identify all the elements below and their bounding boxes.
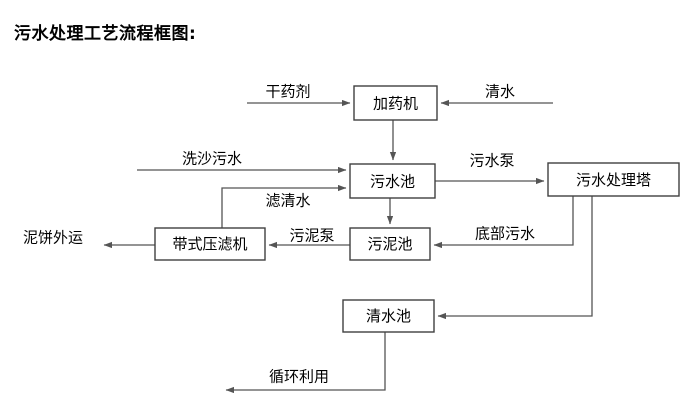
node-belt-filter-press-label: 带式压滤机 (172, 235, 247, 253)
node-sludge-pool-box (349, 227, 431, 261)
edge-label-sewage-pump: 污水泵 (469, 152, 514, 170)
terminal-label-clean-water: 清水 (485, 83, 515, 101)
node-treatment-tower-box (547, 162, 680, 197)
node-sewage-pool[interactable]: 污水池 (349, 163, 436, 199)
node-treatment-tower[interactable]: 污水处理塔 (547, 162, 680, 197)
node-sludge-pool-label: 污泥池 (367, 235, 412, 253)
edge-label-recycle-reuse: 循环利用 (269, 368, 329, 386)
edge-filtered-water-to-sewage-pool (221, 184, 347, 228)
page-title: 污水处理工艺流程框图: (14, 24, 197, 44)
node-belt-filter-press[interactable]: 带式压滤机 (154, 227, 266, 261)
node-clear-water-pool-box (342, 299, 435, 333)
node-clear-water-pool[interactable]: 清水池 (342, 299, 435, 333)
node-dosing-machine-box (353, 85, 438, 121)
edge-tower-to-clear-water-pool (437, 196, 593, 320)
node-clear-water-pool-label: 清水池 (366, 307, 411, 325)
node-belt-filter-press-box (154, 227, 266, 261)
edge-label-filtered-water: 滤清水 (265, 192, 310, 210)
terminal-label-dry-agent: 干药剂 (265, 83, 310, 101)
node-sludge-pool[interactable]: 污泥池 (349, 227, 431, 261)
edge-label-sludge-pump: 污泥泵 (289, 227, 334, 245)
terminal-label-mud-cake-out: 泥饼外运 (23, 229, 83, 247)
node-dosing-machine-label: 加药机 (373, 95, 418, 113)
edge-label-bottom-sewage: 底部污水 (475, 225, 535, 243)
node-treatment-tower-label: 污水处理塔 (576, 171, 651, 189)
node-sewage-pool-label: 污水池 (370, 173, 415, 191)
node-dosing-machine[interactable]: 加药机 (353, 85, 438, 121)
edge-clear-water-pool-to-reuse (225, 332, 386, 394)
terminal-label-sand-wash-sewage: 洗沙污水 (182, 150, 242, 168)
edge-tower-to-sludge-pool (433, 196, 574, 249)
node-sewage-pool-box (349, 163, 436, 199)
